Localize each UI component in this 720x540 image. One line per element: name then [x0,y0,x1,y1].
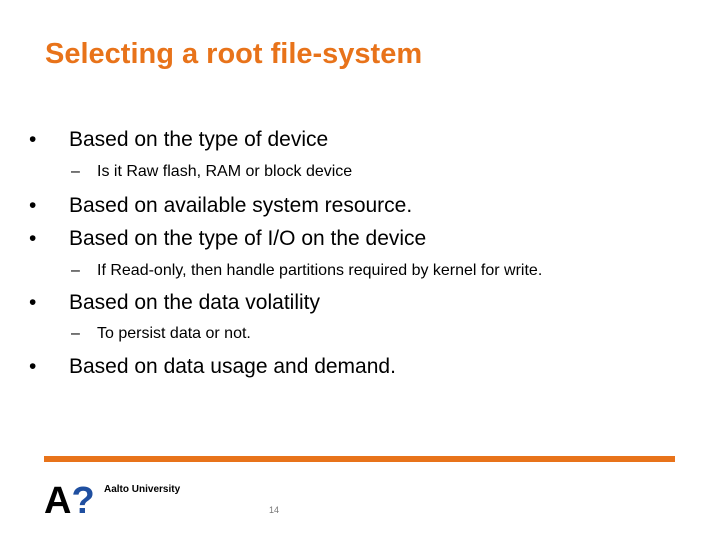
sub-bullet-text: If Read-only, then handle partitions req… [97,262,543,279]
bullet-item: • Based on the data volatility [29,291,320,315]
bullet-symbol: • [29,194,37,217]
sub-bullet-text: To persist data or not. [97,325,251,342]
footer-rule [44,456,675,462]
bullet-item: • Based on data usage and demand. [29,355,396,379]
bullet-text: Based on data usage and demand. [69,355,396,378]
slide-title: Selecting a root file-system [45,38,423,70]
bullet-text: Based on available system resource. [69,194,413,217]
aalto-logo-icon: A? [44,480,94,516]
bullet-text: Based on the data volatility [69,291,320,314]
logo-mark: A? [44,480,94,516]
bullet-item: • Based on the type of I/O on the device [29,227,426,251]
bullet-symbol: • [29,355,37,378]
page-number: 14 [269,505,280,515]
logo-text: Aalto University [104,484,181,495]
sub-bullet-item: –If Read-only, then handle partitions re… [71,262,542,280]
sub-bullet-symbol: – [71,325,80,342]
sub-bullet-symbol: – [71,262,80,279]
bullet-item: • Based on available system resource. [29,194,412,218]
bullet-symbol: • [29,291,37,314]
sub-bullet-text: Is it Raw flash, RAM or block device [97,163,353,180]
bullet-text: Based on the type of I/O on the device [69,227,427,250]
sub-bullet-item: –To persist data or not. [71,325,251,343]
sub-bullet-symbol: – [71,163,80,180]
sub-bullet-item: –Is it Raw flash, RAM or block device [71,163,352,181]
bullet-symbol: • [29,227,37,250]
bullet-text: Based on the type of device [69,128,329,151]
bullet-item: • Based on the type of device [29,128,328,152]
bullet-symbol: • [29,128,37,151]
